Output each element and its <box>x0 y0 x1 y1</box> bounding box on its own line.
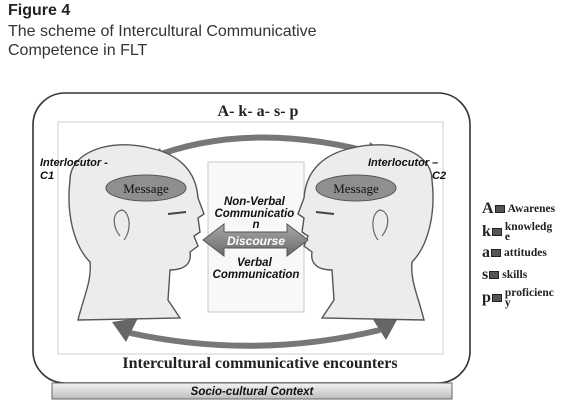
message-left-ellipse <box>105 174 187 202</box>
legend-word: Awarenes <box>507 203 556 216</box>
interlocutor-left-label: Interlocutor - C1 <box>40 157 111 182</box>
verbal-label: Verbal Communication <box>213 257 300 281</box>
legend-item-a-2: a attitudes <box>482 244 576 266</box>
legend-letter: k <box>482 223 491 240</box>
legend-marker <box>494 205 505 214</box>
legend-letter: a <box>482 244 490 262</box>
top-label: A- k- a- s- p <box>218 103 299 120</box>
legend-word: skills <box>502 269 528 282</box>
legend-letter: s <box>482 266 489 284</box>
bottom-arrow-curve <box>129 327 381 349</box>
legend-marker <box>491 228 502 236</box>
interlocutor-right-label: Interlocutor – C2 <box>368 157 446 182</box>
context-bar <box>51 382 453 400</box>
legend-marker <box>491 249 501 258</box>
legend-marker <box>491 294 502 302</box>
legend-letter: p <box>482 289 491 306</box>
figure-title: The scheme of Intercultural Communicativ… <box>8 22 408 60</box>
bottom-label: Intercultural communicative encounters <box>122 355 397 372</box>
inner-box <box>57 121 444 355</box>
figure-label: Figure 4 <box>8 2 71 19</box>
message-right-label: Message <box>333 181 379 196</box>
legend-word: attitudes <box>504 247 547 260</box>
bottom-arrow-head-right <box>372 318 398 340</box>
non-verbal-label: Non-Verbal Communicatio n <box>214 196 297 231</box>
legend-item-a-0: A Awarenes <box>482 200 576 222</box>
context-label: Socio-cultural Context <box>191 386 315 398</box>
discourse-label: Discourse <box>227 234 285 248</box>
message-right-ellipse <box>315 174 397 202</box>
figure-title-line-2: Competence in FLT <box>8 42 148 59</box>
message-left-label: Message <box>123 181 169 196</box>
legend-letter: A <box>482 200 494 218</box>
legend-marker <box>489 271 500 280</box>
figure-title-line-1: The scheme of Intercultural Communicativ… <box>8 23 317 40</box>
bottom-arrow-head-left <box>112 318 138 342</box>
discourse-double-arrow <box>202 222 309 258</box>
